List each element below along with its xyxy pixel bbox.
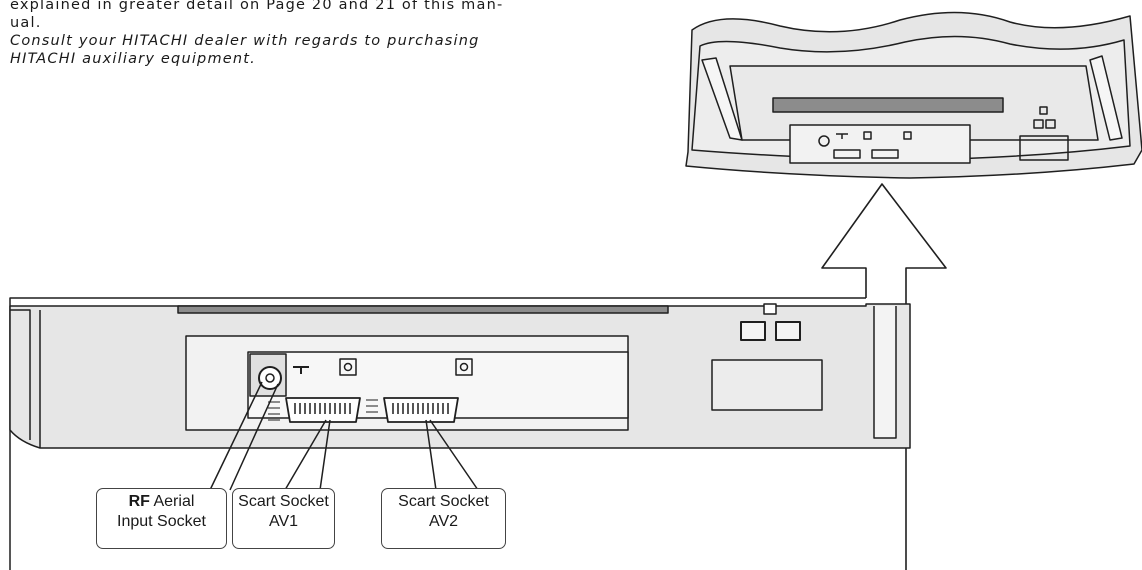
tv-rear-small [685, 11, 1142, 179]
tv-small-vent-slot [772, 97, 1004, 113]
tv-small-label-plate [1019, 135, 1069, 161]
tv-small-screw-1 [863, 131, 872, 140]
callout-av1-line1: Scart Socket [238, 493, 329, 510]
tv-small-button-2 [1045, 119, 1056, 129]
tv-small-mains-switch [1039, 106, 1048, 115]
tv-small-rf-socket [818, 135, 830, 147]
scart-av2-pins [392, 403, 449, 414]
enlarged-left-edge [10, 309, 41, 448]
scart-av2-marking [366, 399, 378, 419]
control-button-2 [775, 321, 801, 341]
scart-av1-marking [268, 401, 280, 421]
control-button-1 [740, 321, 766, 341]
tv-small-rf-symbol [836, 133, 848, 139]
leader-scart-av1 [284, 419, 331, 491]
callout-scart-socket-av1: Scart Socket AV1 [232, 488, 335, 549]
scart-av1-pins [294, 403, 351, 414]
tv-small-scart-2 [871, 149, 899, 159]
leader-scart-av2 [425, 419, 479, 491]
tv-small-button-1 [1033, 119, 1044, 129]
rf-aerial-symbol [293, 366, 309, 374]
callout-av2-line1: Scart Socket [398, 493, 489, 510]
leader-rf-aerial [209, 381, 279, 491]
tv-rear-enlarged [9, 297, 911, 570]
callout-rf-bold: RF [128, 493, 150, 510]
tv-small-screw-2 [903, 131, 912, 140]
text-partial-line-end: ual. [10, 15, 42, 31]
text-partial-line: explained in greater detail on Page 20 a… [10, 0, 504, 13]
scart-socket-av1 [285, 397, 361, 423]
callout-rf-line1: Aerial [149, 493, 195, 510]
enlarged-outer-frame [9, 297, 866, 570]
tv-small-right-strut [1089, 55, 1123, 141]
callout-scart-socket-av2: Scart Socket AV2 [381, 488, 506, 549]
text-note-line-1: Consult your HITACHI dealer with regards… [10, 33, 480, 49]
panel-screw-2 [455, 358, 473, 376]
panel-screw-1-head [343, 362, 353, 372]
callout-av2-line2: AV2 [428, 513, 459, 530]
rf-aerial-input-socket [258, 366, 282, 390]
enlarged-right-bezel [873, 306, 897, 439]
rf-socket-pin [265, 373, 275, 383]
scart-socket-av2 [383, 397, 459, 423]
tv-small-connector-panel [789, 124, 971, 164]
panel-screw-1 [339, 358, 357, 376]
rating-label-plate [711, 359, 823, 411]
panel-screw-2-head [459, 362, 469, 372]
callout-av1-line2: AV1 [268, 513, 299, 530]
callout-rf-aerial-input-socket: RF Aerial Input Socket [96, 488, 227, 549]
text-note-line-2: HITACHI auxiliary equipment. [10, 51, 256, 67]
manual-text-block: explained in greater detail on Page 20 a… [10, 0, 600, 68]
enlarged-vent-slot [177, 305, 669, 314]
callout-rf-line2: Input Socket [117, 513, 206, 530]
tv-small-scart-1 [833, 149, 861, 159]
mains-switch [763, 303, 777, 315]
